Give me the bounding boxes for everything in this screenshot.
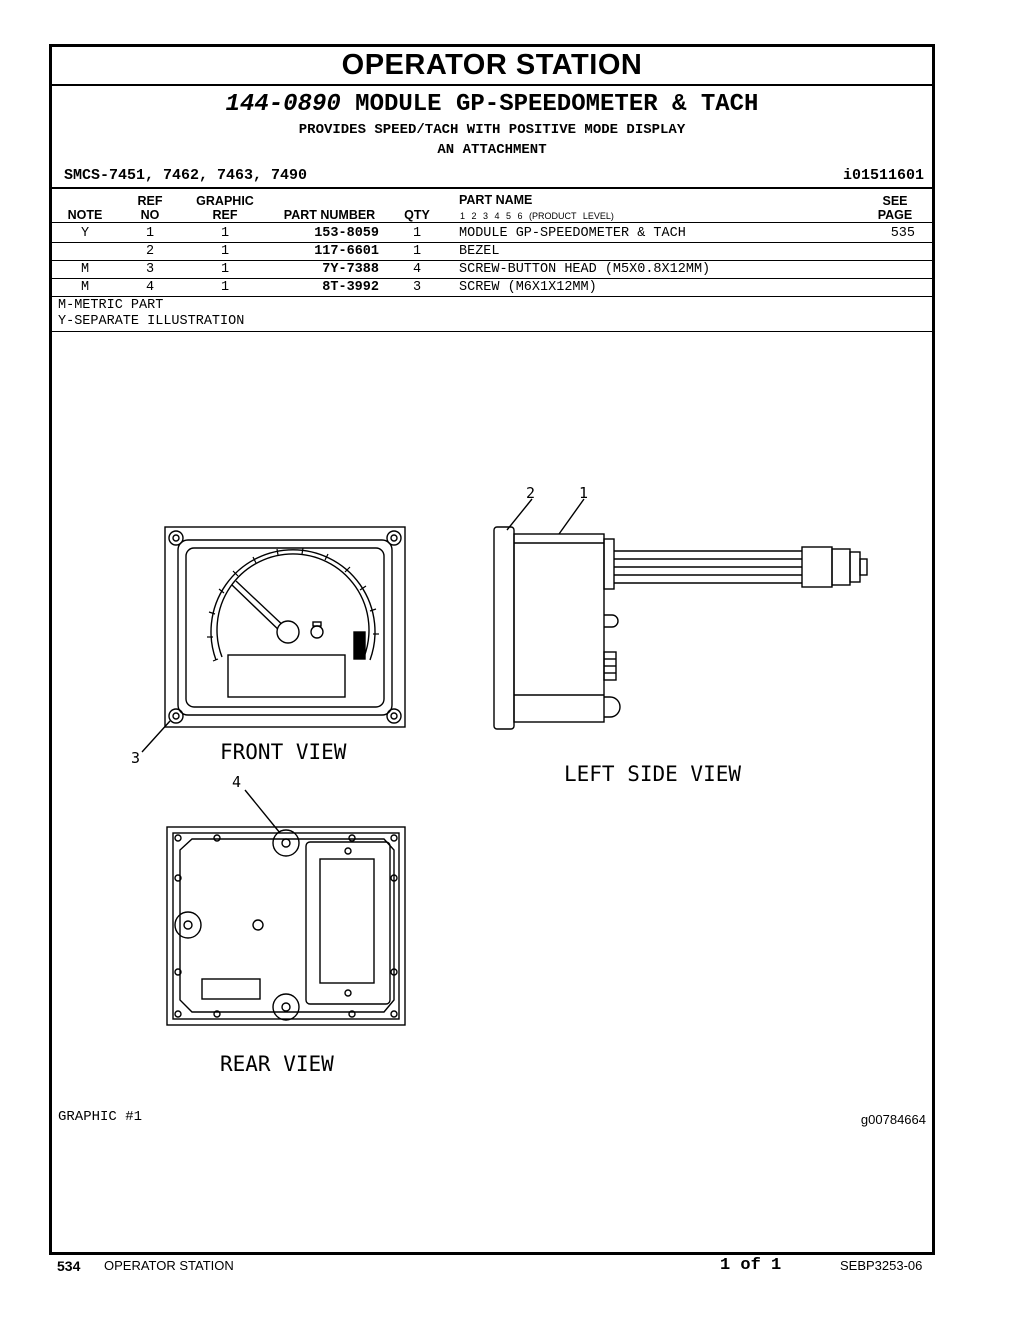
row-part-number: 117-6601 [314, 244, 379, 259]
row-ref-no: 2 [145, 244, 155, 259]
leader-line-1 [558, 498, 585, 535]
leader-line-3 [141, 720, 171, 753]
divider [52, 187, 932, 189]
smcs-codes: SMCS-7451, 7462, 7463, 7490 [64, 167, 308, 184]
section-title: OPERATOR STATION [341, 49, 643, 81]
subtitle: PROVIDES SPEED/TACH WITH POSITIVE MODE D… [298, 122, 686, 138]
graphic-id: g00784664 [860, 1112, 926, 1127]
row-note: M [80, 262, 90, 277]
part-title: MODULE GP-SPEEDOMETER & TACH [355, 91, 759, 118]
front-view-label: FRONT VIEW [220, 740, 347, 764]
footer-page-of: 1 of 1 [720, 1256, 782, 1275]
graphic-label: GRAPHIC #1 [58, 1109, 143, 1125]
col-ref-no-2: NO [140, 208, 160, 222]
row-qty: 1 [412, 244, 422, 259]
parts-illustration: 2 1 3 4 FRONT VIEW LEFT SIDE VIEW REAR V… [131, 484, 868, 1076]
document-ident: i01511601 [842, 167, 924, 184]
row-part-number: 7Y-7388 [322, 262, 379, 277]
page-frame: OPERATOR STATION 144-0890 MODULE GP-SPEE… [49, 44, 935, 1255]
part-number-heading: 144-0890 [225, 91, 341, 118]
footer-page-number: 534 [57, 1258, 81, 1274]
row-graphic-ref: 1 [220, 244, 230, 259]
row-part-number: 8T-3992 [322, 280, 379, 295]
part-heading: 144-0890 MODULE GP-SPEEDOMETER & TACH [52, 91, 932, 118]
row-graphic-ref: 1 [220, 262, 230, 277]
divider [52, 222, 932, 223]
col-see-page-2: PAGE [877, 208, 913, 222]
leader-line-4 [244, 789, 281, 834]
row-qty: 1 [412, 226, 422, 241]
row-qty: 4 [412, 262, 422, 277]
row-part-number: 153-8059 [314, 226, 379, 241]
left-side-view-drawing [493, 526, 868, 730]
row-part-name: MODULE GP-SPEEDOMETER & TACH [459, 226, 686, 241]
row-part-name: SCREW (M6X1X12MM) [459, 280, 597, 295]
rear-view-label: REAR VIEW [220, 1052, 334, 1076]
divider [52, 278, 932, 279]
note-metric: M-METRIC PART [58, 298, 164, 313]
col-graphic-ref-1: GRAPHIC [196, 194, 254, 208]
col-qty: QTY [404, 208, 430, 222]
callout-2: 2 [526, 484, 535, 502]
col-part-name: PART NAME [459, 193, 533, 207]
row-graphic-ref: 1 [220, 226, 230, 241]
divider [52, 296, 932, 297]
col-graphic-ref-2: REF [212, 208, 238, 222]
col-ref-no-1: REF [137, 194, 163, 208]
row-ref-no: 4 [145, 280, 155, 295]
col-part-number: PART NUMBER [283, 208, 376, 222]
rear-view-drawing [166, 826, 406, 1026]
left-side-view-label: LEFT SIDE VIEW [564, 762, 741, 786]
callout-4: 4 [232, 773, 241, 791]
footer-document-number: SEBP3253-06 [840, 1258, 923, 1273]
divider [52, 331, 932, 332]
leader-line-2 [506, 498, 533, 531]
front-view-drawing [164, 526, 406, 728]
note-separate-illustration: Y-SEPARATE ILLUSTRATION [58, 314, 245, 329]
divider [52, 242, 932, 243]
row-note: M [80, 280, 90, 295]
row-part-name: SCREW-BUTTON HEAD (M5X0.8X12MM) [459, 262, 711, 277]
row-ref-no: 1 [145, 226, 155, 241]
col-product-level: 1 2 3 4 5 6 (PRODUCT LEVEL) [460, 211, 614, 221]
row-ref-no: 3 [145, 262, 155, 277]
row-note: Y [80, 226, 90, 241]
col-note: NOTE [67, 208, 103, 222]
footer-section: OPERATOR STATION [104, 1258, 234, 1273]
callout-3: 3 [131, 749, 140, 767]
title-bar: OPERATOR STATION [52, 47, 932, 86]
row-qty: 3 [412, 280, 422, 295]
divider [52, 260, 932, 261]
subtitle-attachment: AN ATTACHMENT [437, 142, 547, 158]
row-see-page: 535 [890, 226, 915, 241]
row-part-name: BEZEL [459, 244, 500, 259]
col-see-page-1: SEE [882, 194, 908, 208]
row-graphic-ref: 1 [220, 280, 230, 295]
callout-1: 1 [579, 484, 588, 502]
